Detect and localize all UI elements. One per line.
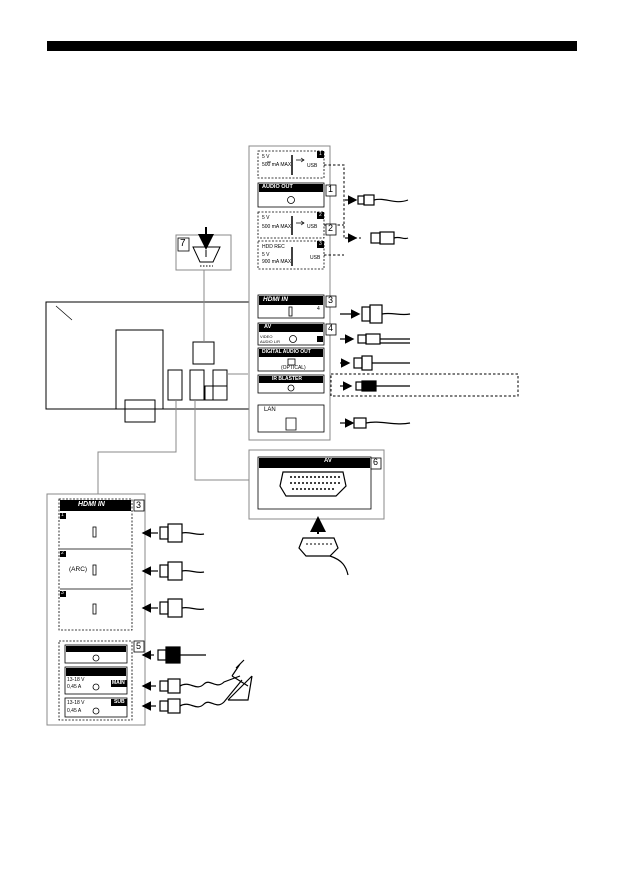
sat-main-tag: MAIN [112, 680, 125, 686]
usb2-rating: 5 V [262, 215, 270, 221]
usb-port-2 [257, 211, 325, 239]
side-hdmi-group [58, 498, 145, 631]
side-hdmi-callout: 3 [136, 500, 142, 510]
usb2-label: USB [307, 224, 318, 230]
side-hdmi-port-2: 2 [61, 550, 64, 556]
sat-sub-current: 0,45 A [67, 708, 82, 714]
usb1-label: USB [307, 163, 318, 169]
scart-label: AV [324, 458, 332, 464]
lan-port [257, 404, 325, 433]
usb2-current: 500 mA MAX [262, 224, 292, 230]
scart-panel [248, 449, 385, 576]
usb1-port-no: 1 [319, 151, 322, 157]
usb3-label: USB [310, 255, 321, 261]
audio-out-port [257, 182, 325, 208]
usb3-port-no: 3 [319, 241, 322, 247]
usb-port-3-hdd-rec [257, 240, 325, 270]
usb1-rating: 5 V [262, 154, 270, 160]
av-in-port [257, 322, 325, 346]
side-hdmi-arc: (ARC) [69, 566, 88, 573]
usb3-title: HDD REC [262, 244, 285, 250]
av-in-audio: AUDIO L/R [260, 339, 281, 344]
digital-audio-label: DIGITAL AUDIO OUT [262, 349, 311, 355]
usb2-callout: 2 [328, 223, 334, 233]
rear-callouts [325, 184, 337, 336]
sat-main-current: 0,45 A [67, 684, 82, 690]
side-antenna-sat-group [58, 640, 145, 721]
hdmi-top-callout: 3 [328, 295, 334, 305]
usb1-current: 500 mA MAX [262, 162, 292, 168]
side-hdmi-port-1: 1 [61, 512, 64, 518]
usb2-port-no: 2 [319, 212, 322, 218]
digital-audio-sub: (OPTICAL) [281, 365, 306, 371]
antenna-callout: 5 [136, 641, 142, 651]
side-cables [141, 523, 253, 714]
sat-main-rating: 13-18 V [67, 677, 85, 683]
lan-label: LAN [264, 407, 276, 413]
hdmi-port-4 [257, 294, 325, 319]
rear-cables [340, 194, 411, 429]
av-in-video: VIDEO [260, 334, 273, 339]
av-in-label: AV [264, 324, 272, 330]
leader-lines [97, 270, 249, 494]
header-bar [47, 41, 577, 51]
audio-out-callout: 1 [328, 184, 334, 194]
digital-audio-out-port [257, 347, 325, 372]
usb3-current: 900 mA MAX [262, 259, 292, 265]
ir-blaster-port [257, 374, 325, 394]
usb3-rating: 5 V [262, 252, 270, 258]
hdmi-top-port-no: 4 [317, 306, 320, 312]
wall-mount-callout: 7 [180, 238, 186, 249]
usb-port-1 [257, 150, 325, 179]
av-in-callout: 4 [328, 323, 334, 333]
ir-blaster-label: IR BLASTER [272, 376, 302, 382]
scart-callout: 6 [373, 457, 379, 467]
side-hdmi-label: HDMI IN [78, 501, 105, 508]
ir-blaster-bracket [330, 373, 519, 397]
side-hdmi-port-3: 3 [61, 590, 64, 596]
audio-out-label: AUDIO OUT [262, 184, 293, 190]
wall-mount-box [175, 227, 232, 271]
hdmi-top-label: HDMI IN [263, 296, 288, 303]
sat-sub-tag: SUB [114, 699, 125, 705]
sat-sub-rating: 13-18 V [67, 700, 85, 706]
